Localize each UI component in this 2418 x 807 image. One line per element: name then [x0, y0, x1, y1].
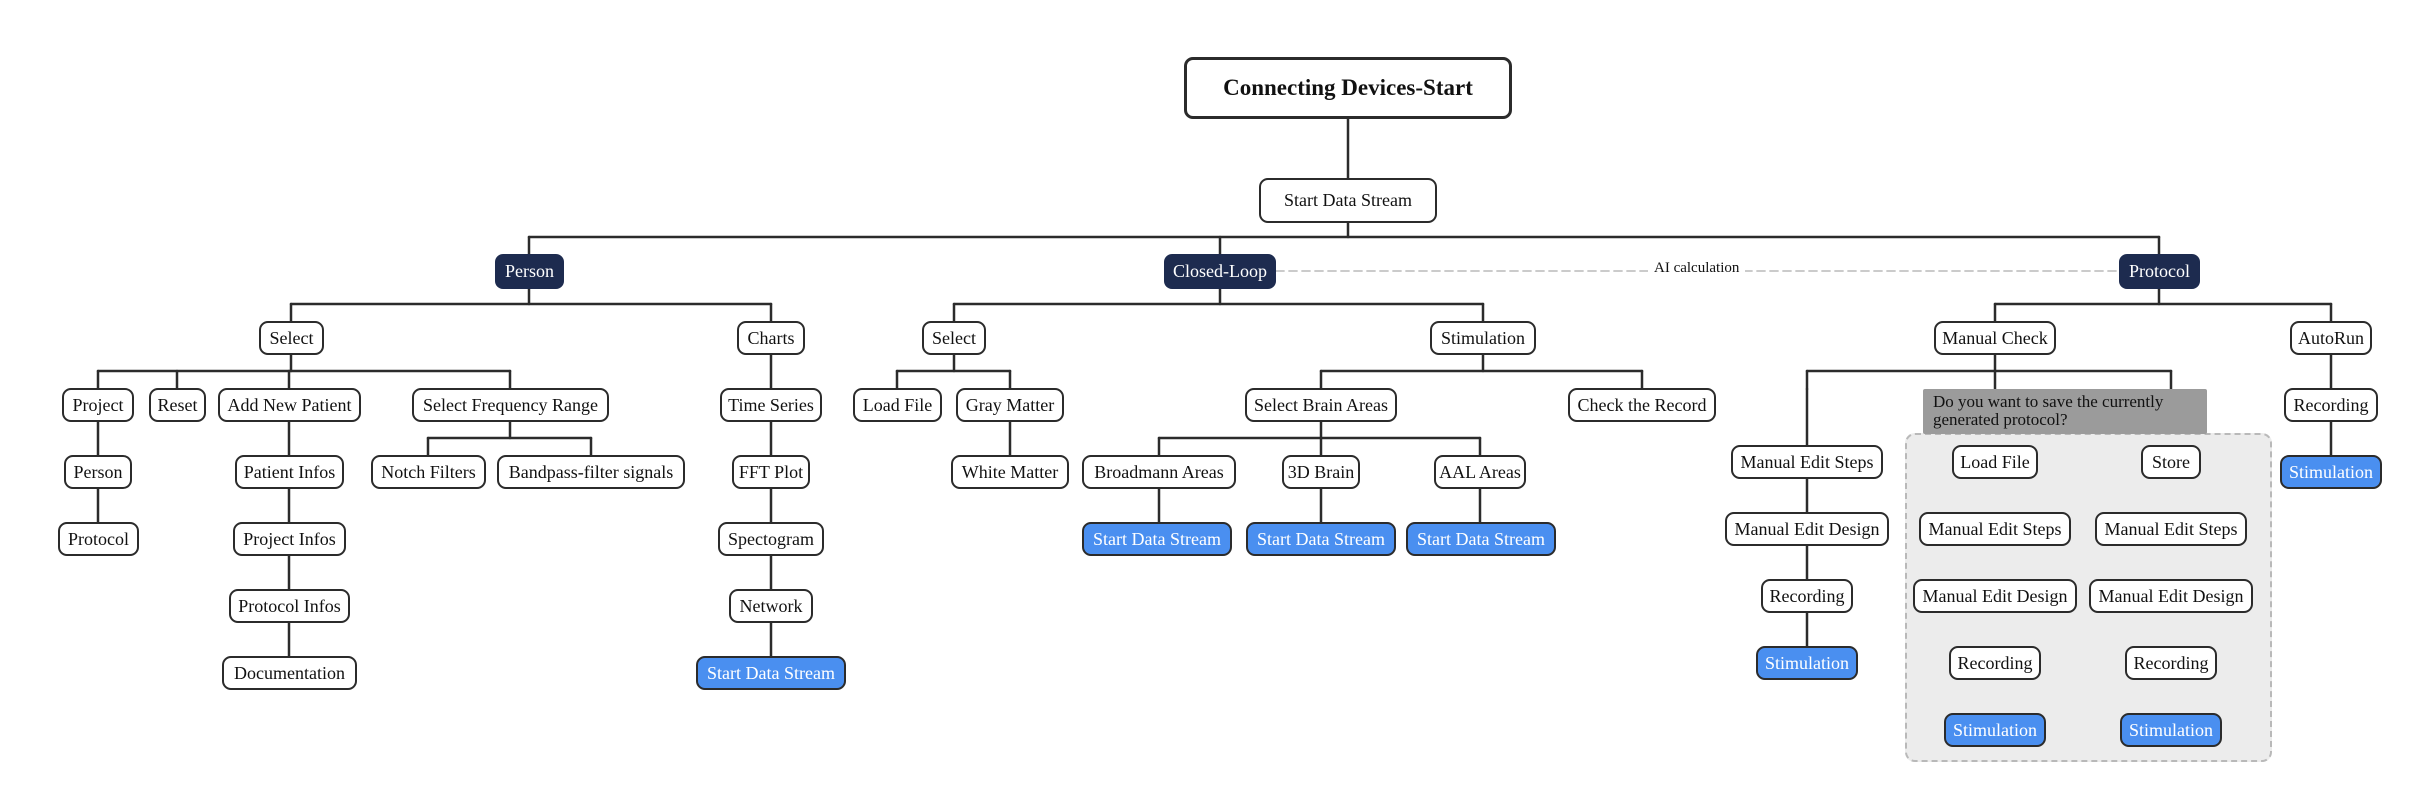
closed-loop-select-node[interactable]: Select	[922, 321, 986, 355]
reset-node[interactable]: Reset	[149, 388, 206, 422]
load-recording-node[interactable]: Recording	[1949, 646, 2041, 680]
save-protocol-question: Do you want to save the currently genera…	[1923, 389, 2207, 434]
notch-filters-node[interactable]: Notch Filters	[371, 455, 486, 489]
project-protocol-node[interactable]: Protocol	[58, 522, 139, 556]
load-manual-edit-design-node[interactable]: Manual Edit Design	[1913, 579, 2077, 613]
person-node[interactable]: Person	[495, 254, 564, 289]
project-node[interactable]: Project	[62, 388, 134, 422]
documentation-node[interactable]: Documentation	[222, 656, 357, 690]
fft-plot-node[interactable]: FFT Plot	[732, 455, 810, 489]
project-infos-node[interactable]: Project Infos	[233, 522, 346, 556]
load-manual-edit-steps-node[interactable]: Manual Edit Steps	[1919, 512, 2071, 546]
load-file-node[interactable]: Load File	[853, 388, 942, 422]
stimulation-blue-node[interactable]: Stimulation	[1756, 646, 1858, 680]
charts-start-data-stream-node[interactable]: Start Data Stream	[696, 656, 846, 690]
broadmann-start-data-stream-node[interactable]: Start Data Stream	[1082, 522, 1232, 556]
protocol-load-file-node[interactable]: Load File	[1952, 445, 2038, 479]
store-stimulation-node[interactable]: Stimulation	[2120, 713, 2222, 747]
check-the-record-node[interactable]: Check the Record	[1568, 388, 1716, 422]
autorun-stimulation-node[interactable]: Stimulation	[2280, 455, 2382, 489]
store-manual-edit-design-node[interactable]: Manual Edit Design	[2089, 579, 2253, 613]
select-brain-areas-node[interactable]: Select Brain Areas	[1245, 388, 1397, 422]
autorun-recording-node[interactable]: Recording	[2284, 388, 2378, 422]
aal-start-data-stream-node[interactable]: Start Data Stream	[1406, 522, 1556, 556]
load-stimulation-node[interactable]: Stimulation	[1944, 713, 2046, 747]
ai-calculation-label: AI calculation	[1648, 260, 1746, 277]
bandpass-filter-node[interactable]: Bandpass-filter signals	[497, 455, 685, 489]
manual-edit-design-node[interactable]: Manual Edit Design	[1725, 512, 1889, 546]
aal-areas-node[interactable]: AAL Areas	[1434, 455, 1526, 489]
person-select-node[interactable]: Select	[259, 321, 324, 355]
spectogram-node[interactable]: Spectogram	[718, 522, 824, 556]
select-frequency-range-node[interactable]: Select Frequency Range	[412, 388, 609, 422]
manual-check-node[interactable]: Manual Check	[1934, 321, 2056, 355]
protocol-infos-node[interactable]: Protocol Infos	[229, 589, 350, 623]
time-series-node[interactable]: Time Series	[720, 388, 822, 422]
3d-brain-start-data-stream-node[interactable]: Start Data Stream	[1246, 522, 1396, 556]
store-node[interactable]: Store	[2141, 445, 2201, 479]
closed-loop-node[interactable]: Closed-Loop	[1164, 254, 1276, 289]
white-matter-node[interactable]: White Matter	[951, 455, 1069, 489]
broadmann-areas-node[interactable]: Broadmann Areas	[1082, 455, 1236, 489]
patient-infos-node[interactable]: Patient Infos	[235, 455, 344, 489]
stimulation-node[interactable]: Stimulation	[1430, 321, 1536, 355]
gray-matter-node[interactable]: Gray Matter	[956, 388, 1064, 422]
network-node[interactable]: Network	[729, 589, 813, 623]
protocol-node[interactable]: Protocol	[2119, 254, 2200, 289]
root-node[interactable]: Connecting Devices-Start	[1184, 57, 1512, 119]
store-recording-node[interactable]: Recording	[2125, 646, 2217, 680]
3d-brain-node[interactable]: 3D Brain	[1282, 455, 1360, 489]
manual-edit-steps-node[interactable]: Manual Edit Steps	[1731, 445, 1883, 479]
start-data-stream-node[interactable]: Start Data Stream	[1259, 178, 1437, 223]
project-person-node[interactable]: Person	[64, 455, 132, 489]
store-manual-edit-steps-node[interactable]: Manual Edit Steps	[2095, 512, 2247, 546]
charts-node[interactable]: Charts	[737, 321, 805, 355]
add-new-patient-node[interactable]: Add New Patient	[218, 388, 361, 422]
recording-node[interactable]: Recording	[1761, 579, 1853, 613]
autorun-node[interactable]: AutoRun	[2290, 321, 2372, 355]
